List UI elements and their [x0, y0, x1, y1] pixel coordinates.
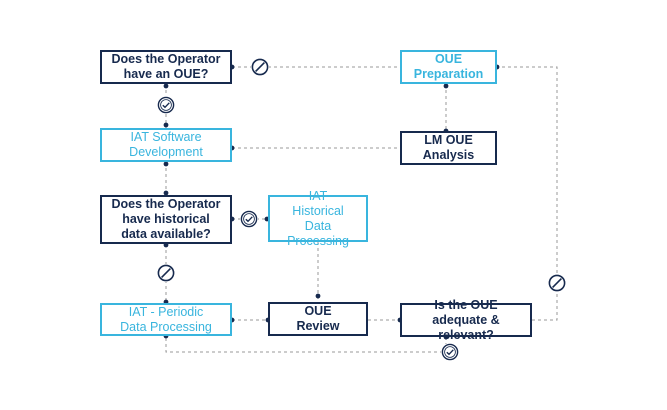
- anchor-dot: [315, 293, 321, 299]
- prohibited-icon: [548, 274, 566, 292]
- anchor-dot: [163, 122, 169, 128]
- prohibited-icon: [251, 58, 269, 76]
- node-oue-adequate: Is the OUE adequate & relevant?: [400, 298, 532, 342]
- node-historical-data: Does the Operator have historical data a…: [100, 195, 232, 244]
- node-operator-oue: Does the Operator have an OUE?: [100, 50, 232, 84]
- check-circle-icon: [157, 96, 175, 114]
- anchor-dot: [163, 83, 169, 89]
- connector-adequate-no: [497, 66, 558, 321]
- node-oue-review: OUE Review: [268, 302, 368, 336]
- node-iat-periodic: IAT - Periodic Data Processing: [100, 303, 232, 336]
- node-iat-historical: IAT Historical Data Processing: [268, 189, 368, 248]
- node-oue-preparation: OUE Preparation: [400, 50, 497, 84]
- check-circle-icon: [240, 210, 258, 228]
- anchor-dot: [163, 190, 169, 196]
- node-iat-software: IAT Software Development: [100, 128, 232, 162]
- anchor-dot: [163, 161, 169, 167]
- prohibited-icon: [157, 264, 175, 282]
- connector-adequate-yes: [165, 336, 447, 353]
- node-lm-oue-analysis: LM OUE Analysis: [400, 131, 497, 165]
- anchor-dot: [443, 83, 449, 89]
- check-circle-icon: [441, 343, 459, 361]
